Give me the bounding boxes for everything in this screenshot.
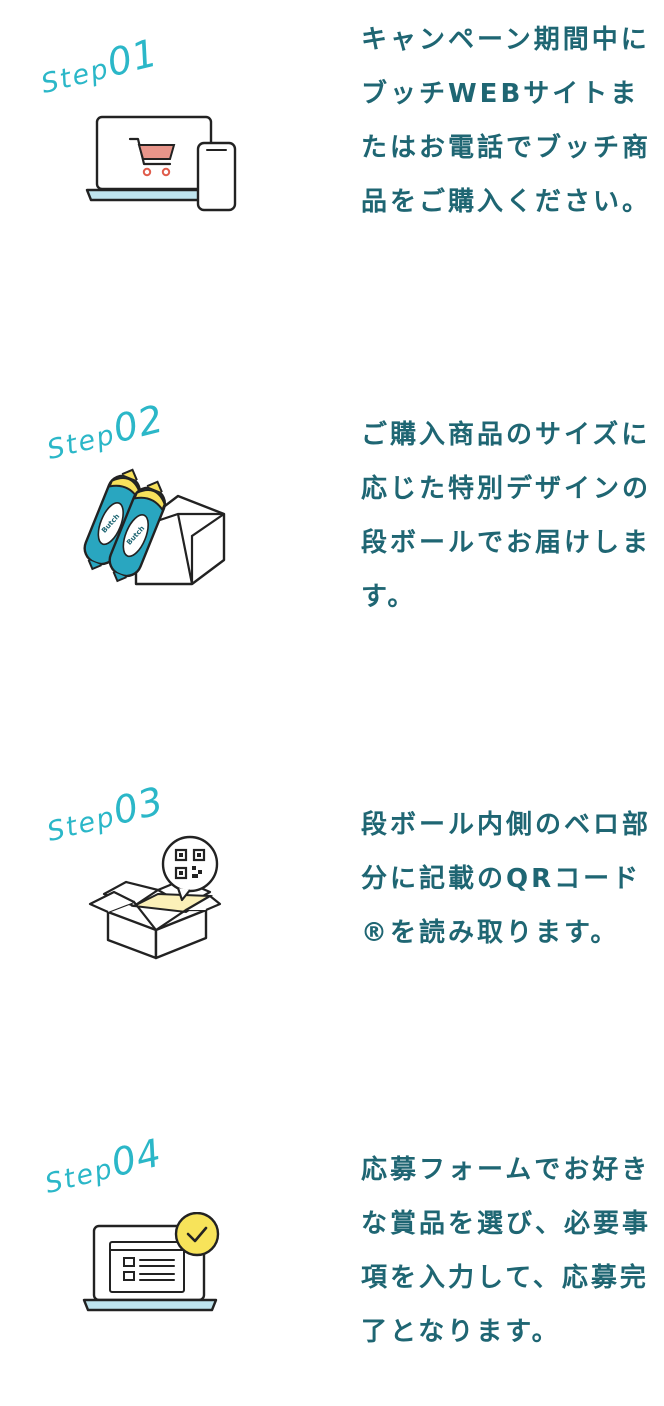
laptop-phone-cart-icon: [85, 115, 237, 212]
step-4: Step04 応募フォームでお好きな賞品を選び、必要事項を入力して、応募完了とな…: [0, 1130, 664, 1406]
step-4-number: 04: [106, 1130, 167, 1186]
step-1: Step01 キャンペーン期間中にブッチWEBサイトまたはお電話でブッチ商品をご…: [0, 0, 664, 300]
step-4-label-word: Step: [42, 1153, 117, 1201]
step-4-label: Step04: [39, 1130, 166, 1202]
step-2: Step02 Butch Butch ご購入商品のサイズに応じた特別デザインの段…: [0, 396, 664, 700]
laptop-form-check-icon: [82, 1212, 220, 1312]
step-1-description: キャンペーン期間中にブッチWEBサイトまたはお電話でブッチ商品をご購入ください。: [361, 25, 652, 217]
step-3-description: 段ボール内側のベロ部分に記載のQRコード®を読み取ります。: [361, 810, 652, 948]
box-qr-code-icon: [88, 835, 222, 960]
step-1-label: Step01: [35, 30, 162, 102]
step-2-label-word: Step: [44, 419, 119, 467]
step-1-number: 01: [102, 30, 163, 86]
step-2-label: Step02: [41, 396, 168, 468]
step-4-description: 応募フォームでお好きな賞品を選び、必要事項を入力して、応募完了となります。: [361, 1155, 652, 1347]
step-2-number: 02: [108, 396, 169, 452]
sausage-box-icon: Butch Butch: [83, 468, 226, 586]
step-3: Step03 段ボール内側のベロ部分に記載のQRコード®を読み取ります。: [0, 778, 664, 1080]
step-2-description: ご購入商品のサイズに応じた特別デザインの段ボールでお届けします。: [361, 420, 652, 612]
step-1-label-word: Step: [38, 53, 113, 101]
step-3-number: 03: [108, 778, 169, 834]
